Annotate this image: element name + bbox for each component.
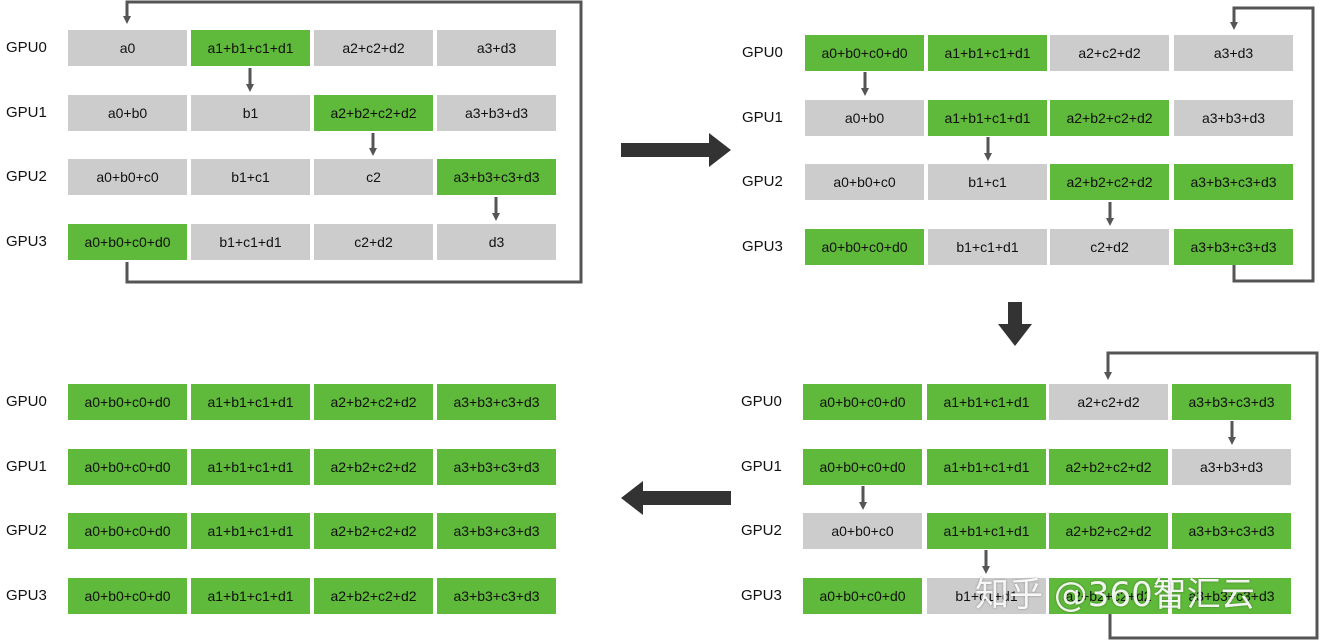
ring-loop-bottom-right	[1104, 351, 1319, 640]
chunk-cell: a2+b2+c2+d2	[1049, 578, 1168, 614]
chunk-cell: a2+c2+d2	[1050, 35, 1169, 71]
gpu-label: GPU2	[6, 168, 47, 185]
gpu-label: GPU2	[6, 522, 47, 539]
chunk-cell: a1+b1+c1+d1	[191, 513, 310, 549]
chunk-cell: b1+c1+d1	[928, 229, 1047, 265]
ring-loop-top-left	[123, 0, 583, 284]
gpu-label: GPU0	[6, 393, 47, 410]
chunk-cell: a0+b0+c0+d0	[805, 229, 924, 265]
chunk-cell: a2+b2+c2+d2	[1050, 164, 1169, 200]
chunk-cell: a2+b2+c2+d2	[314, 578, 433, 614]
chunk-cell: b1+c1+d1	[191, 224, 310, 260]
chunk-cell: a0+b0+c0+d0	[68, 513, 187, 549]
gpu-label: GPU0	[741, 393, 782, 410]
chunk-cell: a0+b0+c0	[803, 513, 922, 549]
chunk-cell: a3+b3+d3	[1172, 449, 1291, 485]
chunk-cell: a3+b3+c3+d3	[437, 159, 556, 195]
gpu-label: GPU2	[741, 522, 782, 539]
chunk-cell: c2	[314, 159, 433, 195]
chunk-cell: a0+b0+c0+d0	[68, 224, 187, 260]
chunk-cell: a1+b1+c1+d1	[927, 384, 1046, 420]
gpu-label: GPU1	[741, 458, 782, 475]
chunk-cell: b1+c1	[928, 164, 1047, 200]
flow-arrow-left	[621, 481, 731, 515]
gpu-label: GPU3	[6, 587, 47, 604]
gpu-label: GPU3	[742, 238, 783, 255]
chunk-cell: a0+b0+c0+d0	[68, 384, 187, 420]
chunk-cell: a3+d3	[437, 30, 556, 66]
chunk-cell: a2+c2+d2	[1049, 384, 1168, 420]
chunk-cell: a1+b1+c1+d1	[927, 513, 1046, 549]
gpu-label: GPU1	[6, 458, 47, 475]
gpu-label: GPU3	[6, 233, 47, 250]
chunk-cell: a0+b0	[805, 100, 924, 136]
gpu-label: GPU0	[6, 39, 47, 56]
chunk-cell: a1+b1+c1+d1	[191, 30, 310, 66]
flow-arrow-right	[621, 133, 731, 167]
chunk-cell: a3+b3+c3+d3	[1174, 229, 1293, 265]
chunk-cell: a0	[68, 30, 187, 66]
chunk-cell: a0+b0+c0+d0	[803, 449, 922, 485]
gpu-label: GPU2	[742, 173, 783, 190]
chunk-cell: a1+b1+c1+d1	[928, 35, 1047, 71]
chunk-cell: a0+b0+c0	[68, 159, 187, 195]
gpu-label: GPU3	[741, 587, 782, 604]
chunk-cell: a3+b3+c3+d3	[1172, 384, 1291, 420]
chunk-cell: b1+c1+d1	[927, 578, 1046, 614]
chunk-cell: a0+b0	[68, 95, 187, 131]
gpu-label: GPU1	[6, 104, 47, 121]
chunk-cell: a2+c2+d2	[314, 30, 433, 66]
chunk-cell: a0+b0+c0+d0	[803, 384, 922, 420]
chunk-cell: a0+b0+c0+d0	[805, 35, 924, 71]
chunk-cell: a3+b3+c3+d3	[437, 384, 556, 420]
ring-loop-top-right	[1230, 6, 1315, 283]
chunk-cell: a1+b1+c1+d1	[928, 100, 1047, 136]
chunk-cell: a3+b3+c3+d3	[437, 449, 556, 485]
chunk-cell: a3+b3+d3	[1174, 100, 1293, 136]
chunk-cell: a0+b0+c0+d0	[68, 578, 187, 614]
chunk-cell: b1+c1	[191, 159, 310, 195]
chunk-cell: a3+d3	[1174, 35, 1293, 71]
chunk-cell: a0+b0+c0	[805, 164, 924, 200]
chunk-cell: a2+b2+c2+d2	[314, 513, 433, 549]
chunk-cell: a2+b2+c2+d2	[1050, 100, 1169, 136]
chunk-cell: a3+b3+d3	[437, 95, 556, 131]
chunk-cell: d3	[437, 224, 556, 260]
chunk-cell: a1+b1+c1+d1	[191, 384, 310, 420]
chunk-cell: a0+b0+c0+d0	[803, 578, 922, 614]
chunk-cell: b1	[191, 95, 310, 131]
chunk-cell: a2+b2+c2+d2	[314, 384, 433, 420]
chunk-cell: a3+b3+c3+d3	[437, 578, 556, 614]
flow-arrow-down	[998, 302, 1032, 346]
chunk-cell: c2+d2	[314, 224, 433, 260]
chunk-cell: c2+d2	[1050, 229, 1169, 265]
gpu-label: GPU0	[742, 44, 783, 61]
chunk-cell: a2+b2+c2+d2	[314, 449, 433, 485]
chunk-cell: a2+b2+c2+d2	[314, 95, 433, 131]
chunk-cell: a1+b1+c1+d1	[927, 449, 1046, 485]
chunk-cell: a1+b1+c1+d1	[191, 449, 310, 485]
chunk-cell: a3+b3+c3+d3	[1172, 578, 1291, 614]
chunk-cell: a3+b3+c3+d3	[437, 513, 556, 549]
chunk-cell: a3+b3+c3+d3	[1174, 164, 1293, 200]
chunk-cell: a3+b3+c3+d3	[1172, 513, 1291, 549]
watermark: 知乎 @360智汇云	[975, 575, 1255, 615]
gpu-label: GPU1	[742, 109, 783, 126]
chunk-cell: a2+b2+c2+d2	[1049, 449, 1168, 485]
chunk-cell: a0+b0+c0+d0	[68, 449, 187, 485]
chunk-cell: a1+b1+c1+d1	[191, 578, 310, 614]
chunk-cell: a2+b2+c2+d2	[1049, 513, 1168, 549]
